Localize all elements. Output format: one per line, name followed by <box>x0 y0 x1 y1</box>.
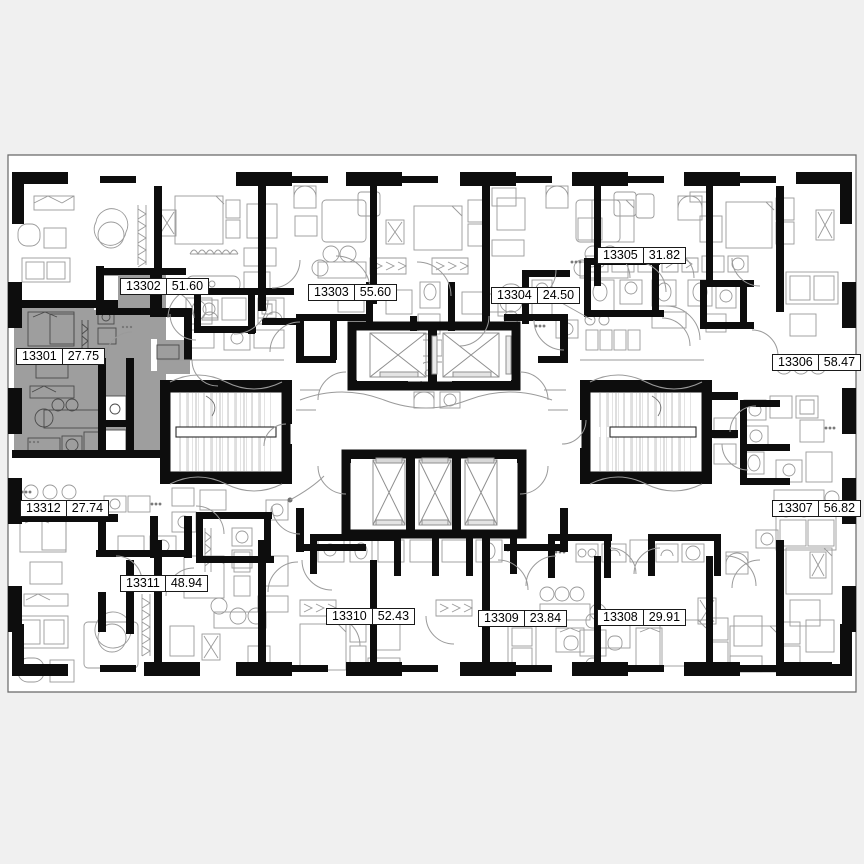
unit-label-13304[interactable]: 13304 24.50 <box>491 287 581 304</box>
unit-area: 24.50 <box>542 288 575 302</box>
unit-area: 23.84 <box>529 611 562 625</box>
label-divider <box>817 501 819 516</box>
unit-label-13308[interactable]: 13308 29.91 <box>597 609 687 626</box>
unit-id: 13311 <box>126 576 160 590</box>
elevator-cab <box>369 332 427 378</box>
label-divider <box>165 279 167 294</box>
label-divider <box>371 609 373 624</box>
unit-id: 13312 <box>26 501 61 515</box>
stair-left <box>175 393 277 471</box>
furniture-layer <box>15 185 840 683</box>
unit-id: 13308 <box>603 610 638 624</box>
unit-area: 48.94 <box>170 576 203 590</box>
unit-id: 13309 <box>484 611 519 625</box>
label-divider <box>164 576 166 591</box>
label-divider <box>61 349 63 364</box>
unit-id: 13302 <box>126 279 161 293</box>
unit-label-13311[interactable]: 13311 48.94 <box>120 575 209 592</box>
unit-id: 13310 <box>332 609 367 623</box>
structural-walls <box>7 154 857 693</box>
unit-area: 55.60 <box>359 285 392 299</box>
unit-area: 27.75 <box>67 349 100 363</box>
unit-area: 51.60 <box>171 279 204 293</box>
stair-right <box>596 393 697 471</box>
unit-label-13309[interactable]: 13309 23.84 <box>478 610 568 627</box>
unit-area: 58.47 <box>823 355 856 369</box>
unit-label-13301[interactable]: 13301 27.75 <box>16 348 106 365</box>
label-divider <box>536 288 538 303</box>
unit-label-13312[interactable]: 13312 27.74 <box>20 500 110 517</box>
unit-label-13307[interactable]: 13307 56.82 <box>772 500 862 517</box>
elevator-cab <box>464 457 498 526</box>
unit-id: 13306 <box>778 355 813 369</box>
label-divider <box>642 610 644 625</box>
unit-id: 13301 <box>22 349 57 363</box>
elevator-cabs <box>369 332 512 526</box>
unit-label-13306[interactable]: 13306 58.47 <box>772 354 862 371</box>
unit-label-13303[interactable]: 13303 55.60 <box>308 284 398 301</box>
label-divider <box>353 285 355 300</box>
unit-area: 29.91 <box>648 610 681 624</box>
unit-id: 13304 <box>497 288 532 302</box>
unit-area: 31.82 <box>648 248 681 262</box>
label-divider <box>817 355 819 370</box>
unit-id: 13307 <box>778 501 813 515</box>
elevator-cab <box>372 457 406 526</box>
label-divider <box>642 248 644 263</box>
unit-area: 56.82 <box>823 501 856 515</box>
elevator-cab <box>442 332 500 378</box>
unit-id: 13303 <box>314 285 349 299</box>
label-divider <box>523 611 525 626</box>
unit-area: 27.74 <box>71 501 104 515</box>
label-divider <box>65 501 67 516</box>
unit-label-13305[interactable]: 13305 31.82 <box>597 247 687 264</box>
elevator-cab <box>418 457 452 526</box>
hall-partitions <box>160 297 704 503</box>
unit-area: 52.43 <box>377 609 410 623</box>
unit-label-13302[interactable]: 13302 51.60 <box>120 278 210 295</box>
unit-id: 13305 <box>603 248 638 262</box>
unit-label-13310[interactable]: 13310 52.43 <box>326 608 416 625</box>
